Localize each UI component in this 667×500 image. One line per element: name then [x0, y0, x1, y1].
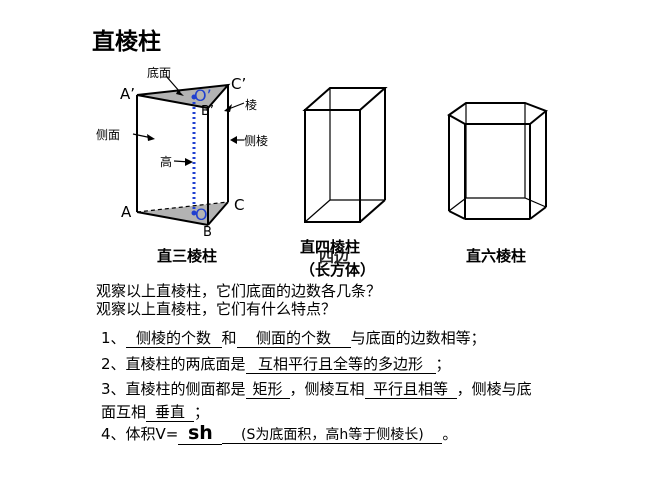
caption-cuboid: （长方体）	[300, 261, 376, 279]
label-o-prime: O’	[194, 86, 212, 105]
caption-triangular-prism: 直三棱柱	[157, 247, 218, 265]
fact-1-blank-1: 侧棱的个数	[125, 330, 222, 348]
pointer-base	[165, 75, 181, 93]
page-title: 直棱柱	[92, 29, 161, 55]
fact-3-blank-2: 平行且相等	[364, 381, 457, 399]
fact-4-blank-2: (S为底面积，高h等于侧棱长)	[222, 427, 443, 445]
label-b-prime: B’	[201, 104, 215, 119]
rectangular-prism-figure	[302, 87, 388, 223]
fact-1-blank-2: 侧面的个数	[236, 330, 351, 348]
top-base-face	[136, 83, 231, 110]
label-a: A	[121, 203, 132, 221]
label-base: 底面	[147, 66, 172, 80]
fact-3-blank-1: 矩形	[245, 381, 290, 399]
label-side-face: 侧面	[96, 128, 121, 142]
fact-3: 3、直棱柱的侧面都是矩形，侧棱互相平行且相等，侧棱与底	[101, 380, 532, 399]
fact-3-continued: 面互相垂直；	[101, 403, 210, 422]
fact-2: 2、直棱柱的两底面是互相平行且全等的多边形；	[101, 355, 451, 374]
label-c-prime: C’	[231, 75, 247, 93]
label-a-prime: A’	[120, 85, 136, 103]
caption-rectangular-prism: 直四棱柱	[300, 238, 361, 256]
label-c: C	[234, 196, 245, 214]
label-side-edge: 侧棱	[244, 134, 269, 148]
fact-3-blank-3: 垂直	[146, 404, 195, 422]
label-b: B	[203, 225, 212, 240]
fact-4: 4、体积V=sh(S为底面积，高h等于侧棱长)。	[101, 422, 458, 445]
fact-2-blank: 互相平行且全等的多边形	[245, 356, 436, 374]
bottom-base-face	[137, 202, 228, 225]
caption-hexagonal-prism: 直六棱柱	[466, 247, 527, 265]
label-o: O	[195, 205, 208, 224]
question-1: 观察以上直棱柱，它们底面的边数各几条？	[96, 282, 382, 300]
label-height: 高	[160, 155, 173, 169]
hexagonal-prism-figure	[447, 102, 548, 220]
question-2: 观察以上直棱柱，它们有什么特点？	[96, 300, 337, 318]
fact-1: 1、侧棱的个数和侧面的个数与底面的边数相等；	[101, 329, 486, 348]
label-edge: 棱	[245, 98, 258, 112]
caption-rectangular-overlap: 四边	[319, 248, 350, 266]
fact-4-blank-1: sh	[178, 423, 223, 445]
triangular-prism-figure	[132, 75, 245, 226]
